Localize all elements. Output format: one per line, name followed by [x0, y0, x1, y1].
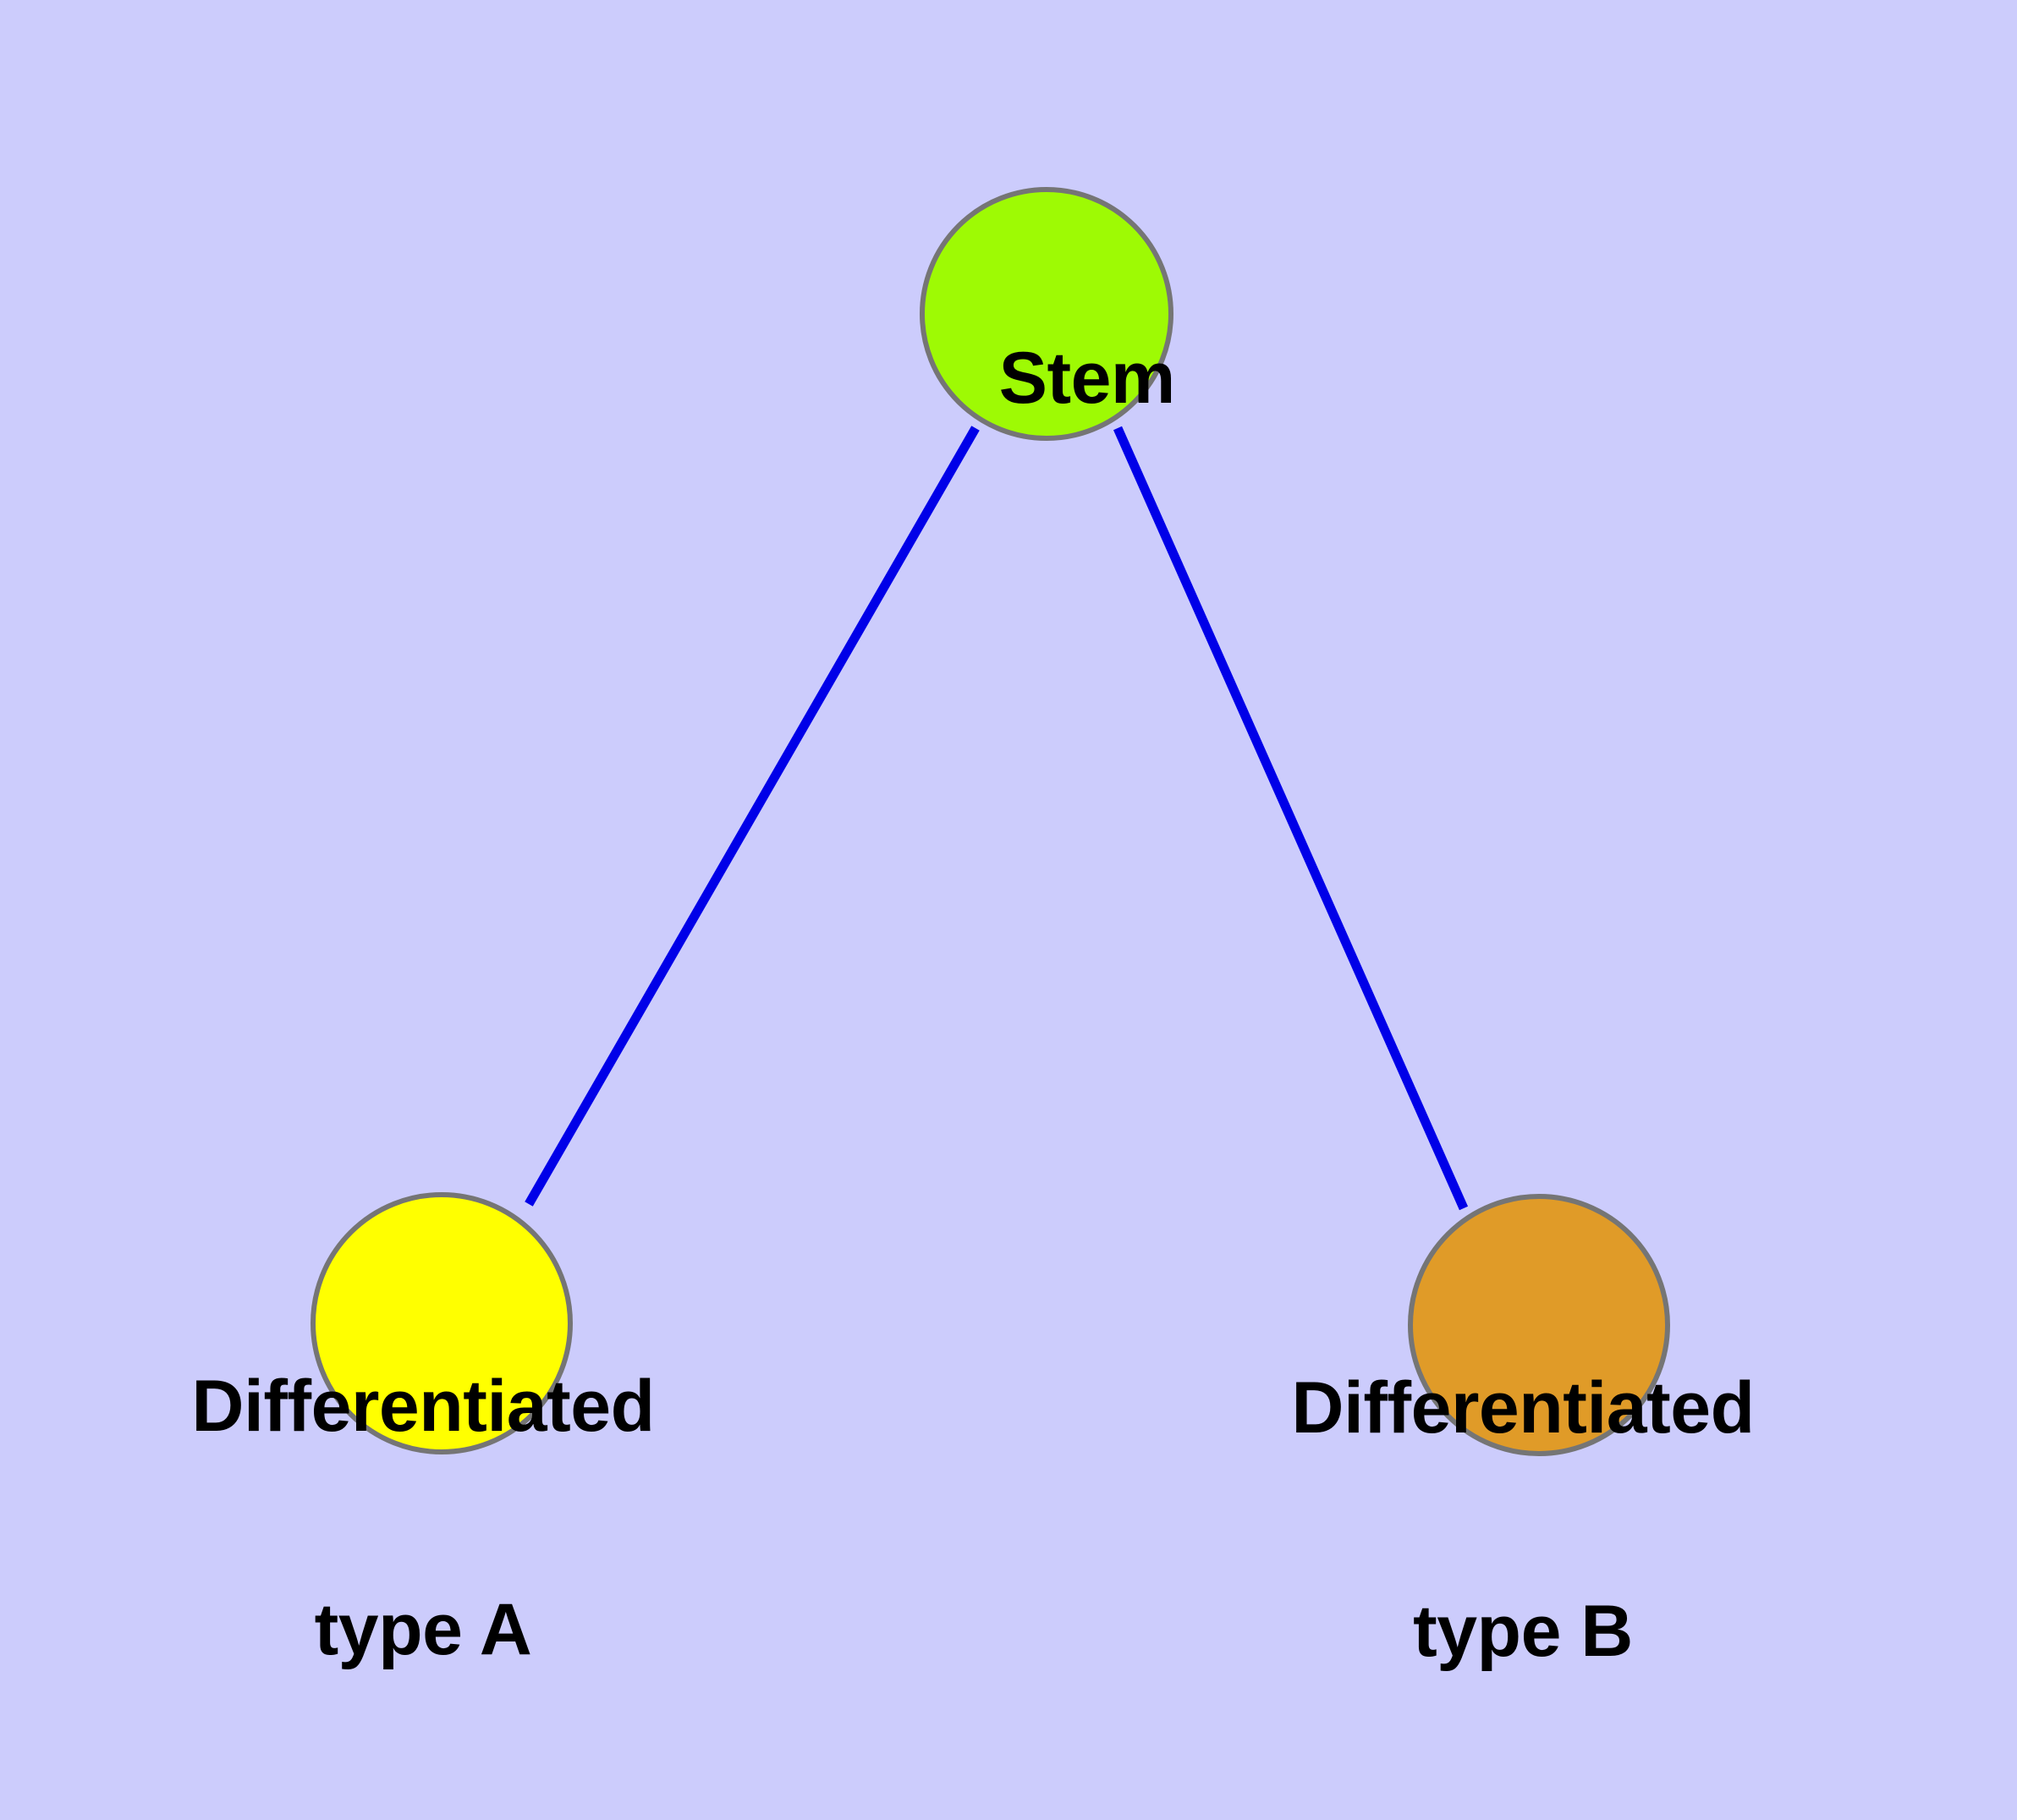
edge-stem-to-type-a	[525, 426, 980, 1207]
node-differentiated-type-b[interactable]	[1408, 1194, 1670, 1456]
node-differentiated-type-a[interactable]	[311, 1192, 573, 1454]
edge-stem-to-type-b	[1113, 426, 1469, 1211]
node-stem[interactable]	[920, 187, 1173, 441]
